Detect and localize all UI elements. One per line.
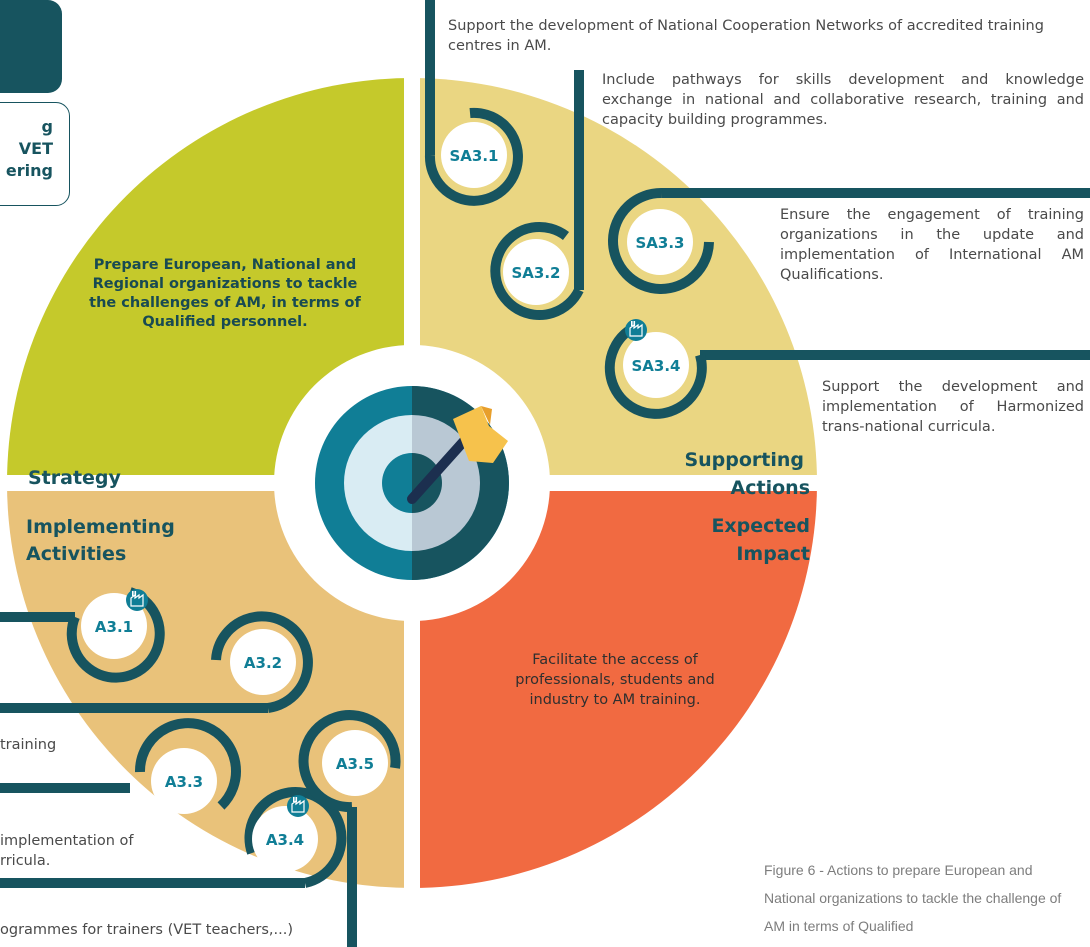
impact-text: Facilitate the access of professionals, … [515, 652, 715, 708]
sa31-badge[interactable]: SA3.1 [441, 122, 507, 188]
supporting-title-line1: Supporting [684, 449, 804, 471]
strategy-title: Strategy [28, 467, 122, 489]
implementing-title-line2: Activities [26, 543, 126, 565]
impact-title-line2: Impact [736, 543, 810, 565]
objective-card-line1: g [41, 117, 53, 136]
a32-label: A3.2 [244, 654, 282, 672]
a35-badge[interactable]: A3.5 [322, 730, 388, 796]
sa33-description: Ensure the engagement of training organi… [780, 207, 1084, 283]
sa34-connector [604, 320, 1090, 419]
sa32-badge[interactable]: SA3.2 [503, 239, 569, 305]
a31-label: A3.1 [95, 618, 133, 636]
objective-card-line2: VET [18, 139, 53, 158]
sa34-factory-icon [624, 318, 648, 342]
a34-label: A3.4 [266, 831, 304, 849]
a35-connector [298, 710, 401, 947]
sa34-badge[interactable]: SA3.4 [623, 332, 689, 398]
sa31-connector [424, 0, 523, 206]
implementing-title-line1: Implementing [26, 516, 175, 538]
a31-badge[interactable]: A3.1 [81, 593, 147, 659]
a33-connector [0, 718, 241, 810]
impact-title-line1: Expected [711, 515, 810, 537]
sa32-label: SA3.2 [512, 264, 561, 282]
a34-factory-icon [286, 794, 310, 818]
a35-label: A3.5 [336, 755, 374, 773]
sa33-connector [608, 187, 1090, 294]
strategy-text: Prepare European, National and Regional … [89, 257, 361, 330]
left-fragment-1: training [0, 737, 57, 753]
sa32-description: Include pathways for skills development … [602, 72, 1084, 128]
a34-badge[interactable]: A3.4 [252, 806, 318, 872]
a32-connector [0, 611, 313, 713]
left-fragment-2a: implementation of [0, 833, 134, 849]
sa31-description: Support the development of National Coop… [448, 18, 1044, 54]
section-number-box: : [0, 0, 62, 93]
left-fragment-2b: rricula. [0, 853, 51, 869]
quadrant-expected-impact [412, 483, 817, 888]
a32-badge[interactable]: A3.2 [230, 629, 296, 695]
left-fragment-3: ogrammes for trainers (VET teachers,...) [0, 922, 293, 938]
objective-card: g VET ering [0, 102, 70, 206]
figure-caption: Figure 6 - Actions to prepare European a… [764, 862, 1062, 934]
sa33-badge[interactable]: SA3.3 [627, 209, 693, 275]
sa34-description: Support the development and implementati… [822, 379, 1084, 435]
quadrant-strategy [7, 78, 412, 483]
sa32-connector [490, 70, 584, 320]
section-number-colon: : [0, 30, 1, 68]
objective-card-line3: ering [5, 161, 53, 180]
a31-factory-icon [125, 588, 149, 612]
arrow-icon [407, 406, 508, 504]
sa33-label: SA3.3 [636, 234, 685, 252]
sa31-label: SA3.1 [450, 147, 499, 165]
supporting-title-line2: Actions [731, 477, 810, 499]
a33-badge[interactable]: A3.3 [151, 748, 217, 814]
sa34-label: SA3.4 [632, 357, 681, 375]
a33-label: A3.3 [165, 773, 203, 791]
a31-connector [0, 587, 165, 683]
